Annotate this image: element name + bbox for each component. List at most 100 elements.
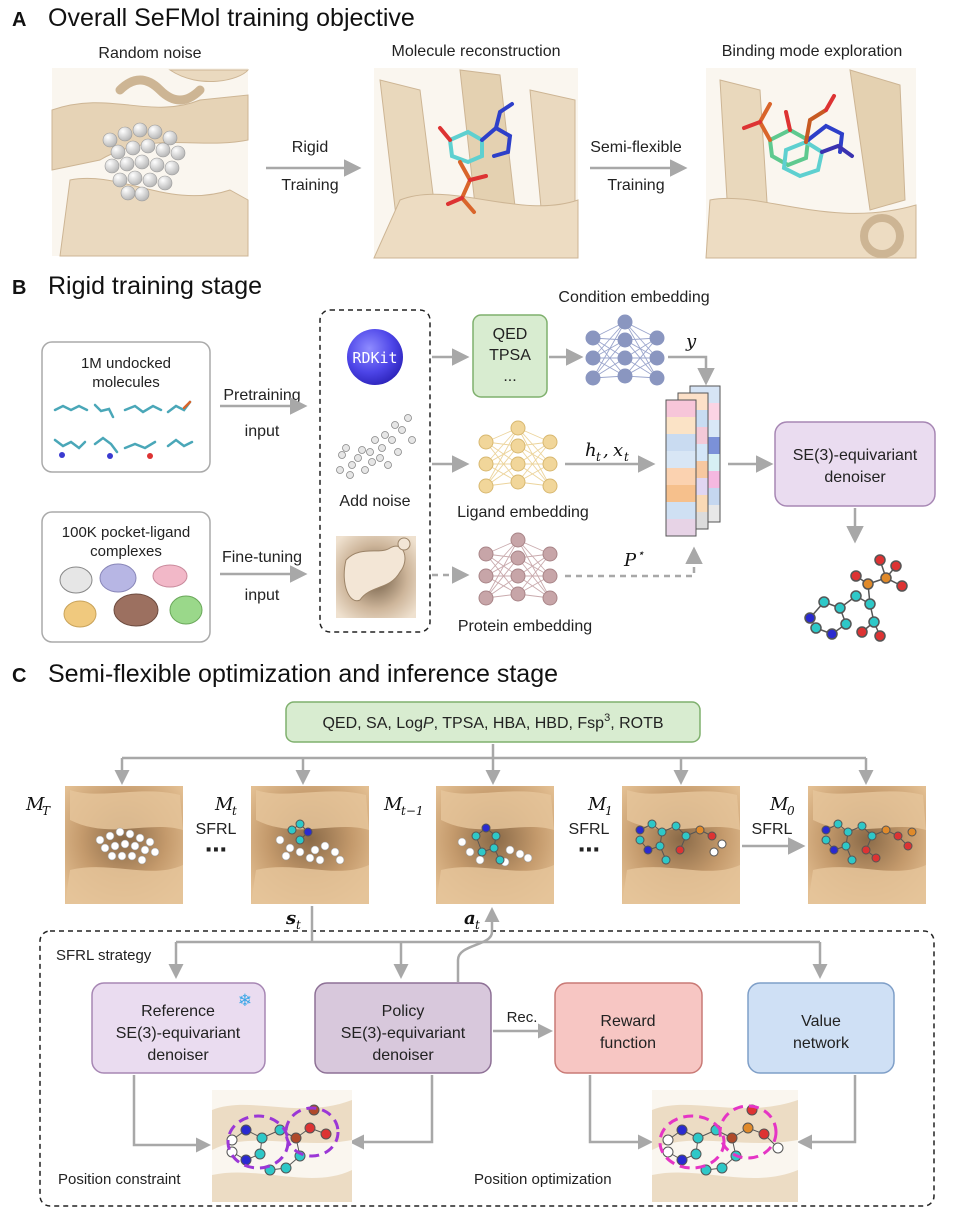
reference-to-constraint-arrow <box>132 1075 211 1153</box>
rigid-training-label: Training <box>281 177 338 194</box>
m-t-symbol: M <box>214 794 234 815</box>
reward-to-optimization-arrow <box>588 1075 653 1150</box>
m-1-subscript: 1 <box>605 804 613 818</box>
panel-c-letter: C <box>12 665 26 687</box>
undocked-molecules-box: 1M undocked molecules <box>41 341 211 473</box>
h-subscript: t <box>596 450 601 464</box>
molecule-reconstruction-image <box>373 68 579 259</box>
pretraining-input-label: input <box>245 423 280 440</box>
properties-box: QED TPSA ... <box>472 314 548 398</box>
policy-line2: SE(3)-equivariant <box>341 1025 466 1042</box>
explored-ligands <box>742 94 854 179</box>
m-tm1-symbol: M <box>383 794 403 815</box>
complexes-line2: complexes <box>90 543 162 560</box>
m-T-label: M T <box>25 794 51 818</box>
policy-line3: denoiser <box>372 1047 434 1064</box>
sfrl-label-3: SFRL <box>752 821 793 838</box>
position-constraint-image <box>212 1090 352 1202</box>
policy-denoiser-box: Policy SE(3)-equivariant denoiser <box>314 982 492 1074</box>
pocket-ligand-box: 100K pocket-ligand complexes <box>41 511 211 643</box>
pretraining-label: Pretraining <box>223 387 300 404</box>
p-symbol: P <box>623 550 637 571</box>
protein-blobs <box>59 563 203 628</box>
reward-line1: Reward <box>600 1013 655 1030</box>
denoiser-line1: SE(3)-equivariant <box>793 447 918 464</box>
m-t-subscript: t <box>232 804 237 818</box>
m-0-subscript: 0 <box>787 804 795 818</box>
value-line2: network <box>793 1035 850 1052</box>
add-noise-label: Add noise <box>339 493 410 510</box>
protein-surface-thumbnail <box>336 536 416 618</box>
fine-tuning-label: Fine-tuning <box>222 549 302 566</box>
input-dashed-box <box>319 309 431 633</box>
m-T-symbol: M <box>25 794 45 815</box>
policy-line1: Policy <box>382 1003 425 1020</box>
svg-text:,: , <box>603 440 609 461</box>
position-optimization-image <box>652 1090 798 1202</box>
random-noise-caption: Random noise <box>98 45 201 62</box>
x-symbol: x <box>613 440 623 461</box>
m-1-symbol: M <box>587 794 607 815</box>
ref-line1: Reference <box>141 1003 215 1020</box>
pocket-M-t <box>251 786 369 904</box>
ellipsis-1: ⋯ <box>205 838 227 863</box>
pocket-M-T <box>65 786 183 904</box>
a-subscript: t <box>475 918 480 932</box>
optimization-properties-box: QED, SA, LogP, TPSA, HBA, HBD, Fsp3, ROT… <box>285 701 701 743</box>
qed-label: QED <box>493 326 528 343</box>
m-t-label: M t <box>214 794 237 818</box>
ht-xt-label: h t , x t <box>585 440 629 464</box>
ligand-embedding-net <box>478 420 558 494</box>
panel-c-title: Semi-flexible optimization and inference… <box>48 660 558 688</box>
m-1-label: M 1 <box>587 794 613 818</box>
rdkit-text: RDKit <box>352 349 397 367</box>
reward-line2: function <box>600 1035 656 1052</box>
semi-flexible-training-label: Training <box>607 177 664 194</box>
random-noise-image <box>51 68 250 257</box>
m-T-subscript: T <box>42 804 51 818</box>
h-symbol: h <box>585 440 597 461</box>
s-t-label: s t <box>285 908 301 932</box>
position-constraint-label: Position constraint <box>58 1171 181 1188</box>
position-optimization-label: Position optimization <box>474 1171 612 1188</box>
noise-ball-cluster <box>102 122 186 202</box>
m-0-label: M 0 <box>769 794 795 818</box>
x-subscript: t <box>624 450 629 464</box>
pocket-M-1 <box>622 786 740 904</box>
ref-line2: SE(3)-equivariant <box>116 1025 241 1042</box>
denoiser-line2: denoiser <box>824 469 886 486</box>
protein-embedding-net <box>478 532 558 606</box>
condition-embedding-net <box>585 314 665 386</box>
generated-molecule <box>804 554 908 642</box>
reconstructed-ligand <box>438 102 514 214</box>
protein-embedding-label: Protein embedding <box>458 618 592 635</box>
sfrl-label-1: SFRL <box>196 821 237 838</box>
noise-point-cloud <box>336 414 416 479</box>
sfrl-strategy-label: SFRL strategy <box>56 947 152 964</box>
protein-to-stack-arrow <box>565 546 703 578</box>
props-ellipsis: ... <box>503 368 516 385</box>
reference-denoiser-box: Reference SE(3)-equivariant denoiser ❄ <box>91 982 266 1074</box>
tpsa-label: TPSA <box>489 347 531 364</box>
sfrl-label-2: SFRL <box>569 821 610 838</box>
m-0-symbol: M <box>769 794 789 815</box>
small-molecule-sketches <box>53 400 194 459</box>
reward-function-box: Reward function <box>554 982 703 1074</box>
panel-a: A Overall SeFMol training objective Rand… <box>12 4 917 259</box>
s-symbol: s <box>285 908 296 929</box>
complexes-line1: 100K pocket-ligand <box>62 524 190 541</box>
y-symbol: y <box>685 331 697 352</box>
ligand-embedding-label: Ligand embedding <box>457 504 589 521</box>
panel-b-title: Rigid training stage <box>48 272 262 300</box>
value-network-box: Value network <box>747 982 895 1074</box>
se3-denoiser-box: SE(3)-equivariant denoiser <box>774 421 936 507</box>
panel-a-title: Overall SeFMol training objective <box>48 4 415 32</box>
m-tm1-label: M t−1 <box>383 794 424 818</box>
rdkit-logo: RDKit <box>347 329 403 385</box>
molecule-reconstruction-caption: Molecule reconstruction <box>392 43 561 60</box>
m-tm1-subscript: t−1 <box>401 804 424 818</box>
value-to-optimization-arrow <box>797 1075 857 1150</box>
embedding-stack <box>665 385 721 537</box>
panel-b: B Rigid training stage 1M undocked molec… <box>12 272 936 643</box>
optimization-properties-text: QED, SA, LogP, TPSA, HBA, HBD, Fsp3, ROT… <box>322 712 663 732</box>
